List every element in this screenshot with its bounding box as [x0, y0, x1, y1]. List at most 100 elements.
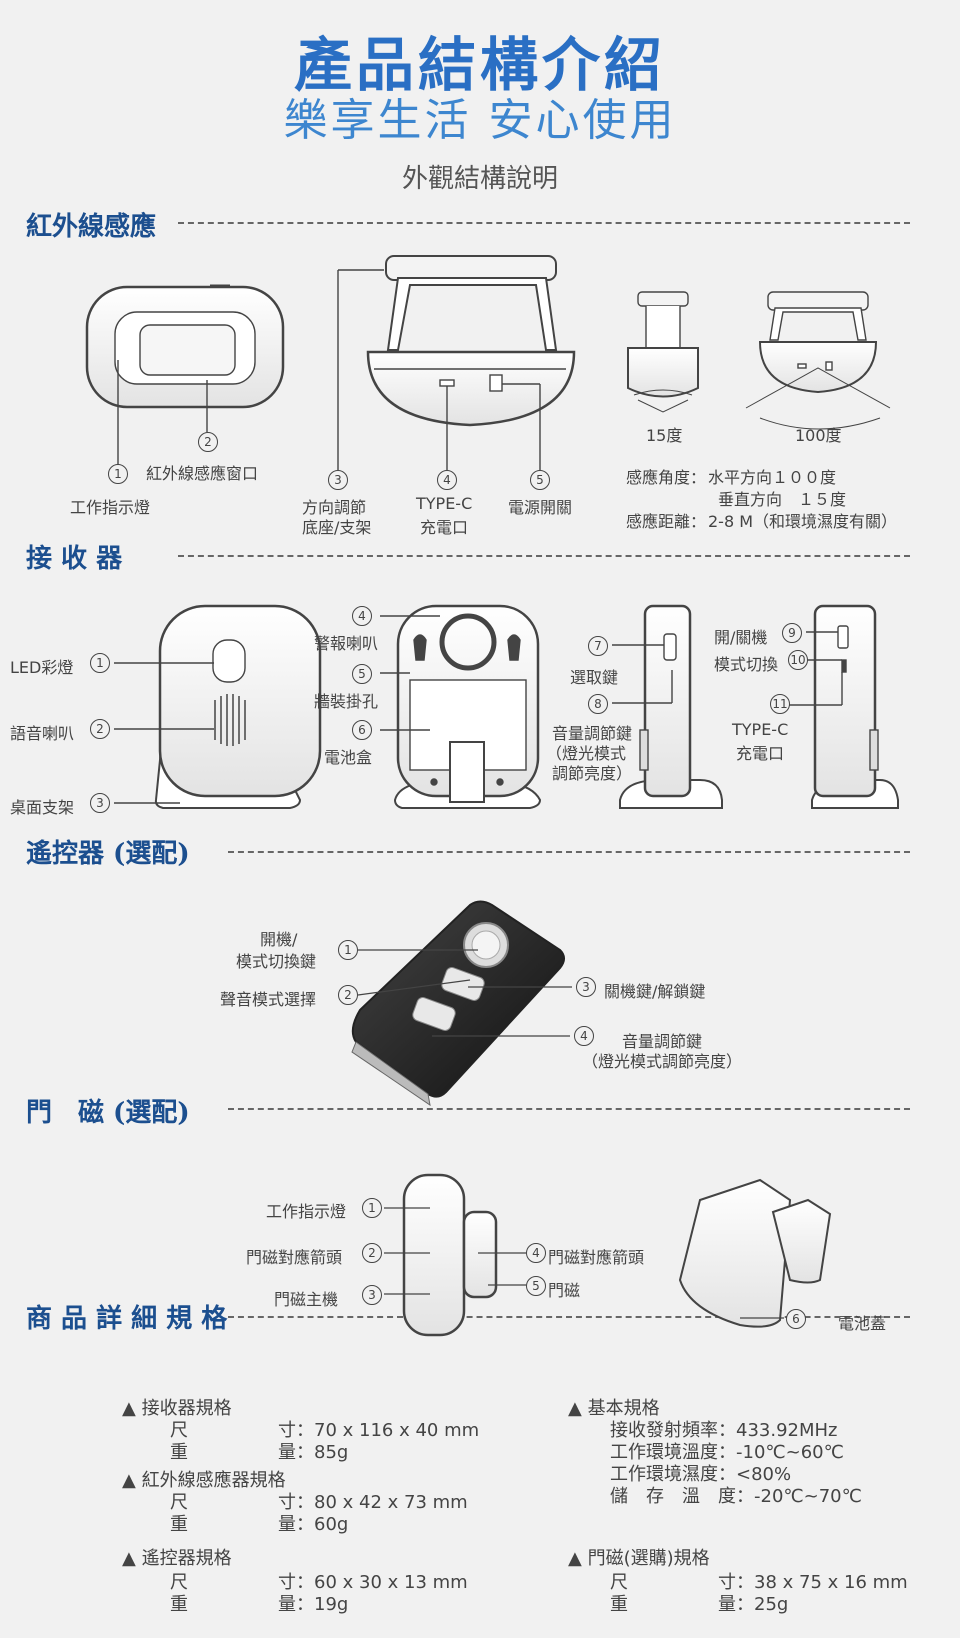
- label-door-host: 門磁主機: [274, 1290, 339, 1309]
- section-title-receiver: 接 收 器: [26, 544, 123, 574]
- infrared-sensor-side-15deg: [627, 291, 699, 413]
- spec-remote-weight: 重 量：19g: [170, 1594, 349, 1615]
- callout-5: 5: [352, 664, 372, 684]
- remote-control: [351, 900, 565, 1107]
- callout-2: 2: [362, 1243, 382, 1263]
- callout-3: 3: [576, 977, 596, 997]
- label-remote-volume-key: 音量調節鍵: [622, 1032, 703, 1051]
- sensing-distance-label: 感應距離：: [626, 512, 707, 531]
- label-receiver-charge-port: 充電口: [736, 744, 785, 763]
- callout-10: 10: [788, 650, 808, 670]
- page-title: 產品結構介紹: [293, 31, 666, 99]
- spec-infrared-title: ▲ 紅外線感應器規格: [122, 1470, 286, 1491]
- infrared-sensor-top-100deg: [745, 291, 891, 430]
- callout-9: 9: [782, 623, 802, 643]
- spec-basic-humidity: 工作環境濕度：<80%: [610, 1464, 792, 1485]
- infrared-sensor-front: [85, 284, 285, 409]
- receiver-side-right: [811, 604, 899, 809]
- callout-2: 2: [90, 719, 110, 739]
- label-work-indicator: 工作指示燈: [70, 498, 151, 517]
- spec-infrared-weight: 重 量：60g: [170, 1514, 349, 1535]
- callout-1: 1: [90, 653, 110, 673]
- receiver-back: [393, 604, 542, 809]
- callout-8: 8: [588, 694, 608, 714]
- label-mode-switch: 模式切換: [714, 655, 779, 674]
- divider: [228, 1316, 910, 1318]
- callout-4: 4: [526, 1243, 546, 1263]
- sensing-angle-horizontal: 水平方向１００度: [708, 468, 837, 487]
- spec-basic-freq: 接收發射頻率：433.92MHz: [610, 1420, 838, 1441]
- spec-receiver-size: 尺 寸：70 x 116 x 40 mm: [170, 1420, 480, 1441]
- label-power-switch: 電源開關: [508, 498, 573, 517]
- spec-basic-storage: 儲 存 溫 度：-20℃~70℃: [610, 1486, 862, 1507]
- label-alarm-speaker: 警報喇叭: [314, 634, 379, 653]
- callout-3: 3: [90, 793, 110, 813]
- divider: [228, 851, 910, 853]
- label-base-bracket: 底座/支架: [302, 518, 372, 537]
- spec-basic-title: ▲ 基本規格: [568, 1398, 660, 1419]
- label-volume-key: 音量調節鍵: [552, 724, 633, 743]
- label-angle-100: 100度: [795, 426, 842, 445]
- receiver-side-left: [619, 604, 723, 809]
- label-power-onoff: 開/關機: [714, 628, 768, 647]
- callout-4: 4: [574, 1026, 594, 1046]
- callout-2: 2: [198, 432, 218, 452]
- callout-5: 5: [526, 1276, 546, 1296]
- label-direction-adjust: 方向調節: [302, 498, 367, 517]
- spec-basic-temp: 工作環境溫度：-10℃~60℃: [610, 1442, 844, 1463]
- callout-6: 6: [352, 720, 372, 740]
- label-sound-mode: 聲音模式選擇: [220, 990, 317, 1009]
- door-sensor-front: [384, 1173, 526, 1337]
- label-infrared-window: 紅外線感應窗口: [146, 464, 259, 483]
- spec-infrared-size: 尺 寸：80 x 42 x 73 mm: [170, 1492, 468, 1513]
- spec-receiver-title: ▲ 接收器規格: [122, 1398, 232, 1419]
- spec-door-size: 尺 寸：38 x 75 x 16 mm: [610, 1572, 908, 1593]
- spec-door-title: ▲ 門磁(選購)規格: [568, 1548, 710, 1569]
- infrared-sensor-bracket: [366, 255, 576, 427]
- label-door-indicator: 工作指示燈: [266, 1202, 347, 1221]
- label-voice-speaker: 語音喇叭: [10, 724, 75, 743]
- sensing-angle-label: 感應角度：: [626, 468, 707, 487]
- sensing-angle-vertical: 垂直方向 １５度: [718, 490, 847, 509]
- callout-3: 3: [328, 470, 348, 490]
- page-slogan: 樂享生活 安心使用: [283, 95, 677, 146]
- label-off-unlock-key: 關機鍵/解鎖鍵: [604, 982, 706, 1001]
- callout-1: 1: [362, 1198, 382, 1218]
- callout-1: 1: [338, 940, 358, 960]
- label-mode-switch-key: 模式切換鍵: [236, 952, 317, 971]
- section-title-infrared: 紅外線感應: [26, 212, 157, 242]
- divider: [178, 555, 910, 557]
- spec-remote-title: ▲ 遙控器規格: [122, 1548, 232, 1569]
- callout-1: 1: [108, 464, 128, 484]
- label-door-arrow-main: 門磁對應箭頭: [246, 1248, 343, 1267]
- receiver-front: [154, 604, 322, 809]
- label-remote-volume-note: （燈光模式調節亮度）: [582, 1052, 743, 1071]
- spec-receiver-weight: 重 量：85g: [170, 1442, 349, 1463]
- section-title-remote: 遙控器 (選配): [26, 839, 190, 869]
- door-sensor-angled: [678, 1178, 832, 1328]
- label-battery-cover: 電池蓋: [838, 1314, 887, 1333]
- callout-5: 5: [530, 470, 550, 490]
- label-door-arrow-magnet: 門磁對應箭頭: [548, 1248, 645, 1267]
- label-volume-key-note1: （燈光模式: [546, 744, 627, 763]
- label-desk-stand: 桌面支架: [10, 798, 75, 817]
- label-power-on: 開機/: [260, 930, 298, 949]
- callout-7: 7: [588, 636, 608, 656]
- label-angle-15: 15度: [646, 426, 683, 445]
- section-title-door: 門 磁 (選配): [26, 1098, 190, 1128]
- divider: [178, 222, 910, 224]
- label-wall-hole: 牆裝掛孔: [314, 692, 379, 711]
- sensing-distance-value: 2-8 M（和環境濕度有關）: [708, 512, 898, 531]
- label-receiver-typec: TYPE-C: [732, 720, 789, 739]
- label-volume-key-note2: 調節亮度）: [552, 764, 633, 783]
- divider: [228, 1108, 910, 1110]
- label-charge-port: 充電口: [420, 518, 469, 537]
- label-battery-box: 電池盒: [324, 748, 373, 767]
- spec-door-weight: 重 量：25g: [610, 1594, 789, 1615]
- label-typec: TYPE-C: [416, 494, 473, 513]
- section-title-specs: 商 品 詳 細 規 格: [26, 1304, 228, 1334]
- callout-4: 4: [352, 606, 372, 626]
- label-door-magnet: 門磁: [548, 1281, 581, 1300]
- callout-6: 6: [786, 1309, 806, 1329]
